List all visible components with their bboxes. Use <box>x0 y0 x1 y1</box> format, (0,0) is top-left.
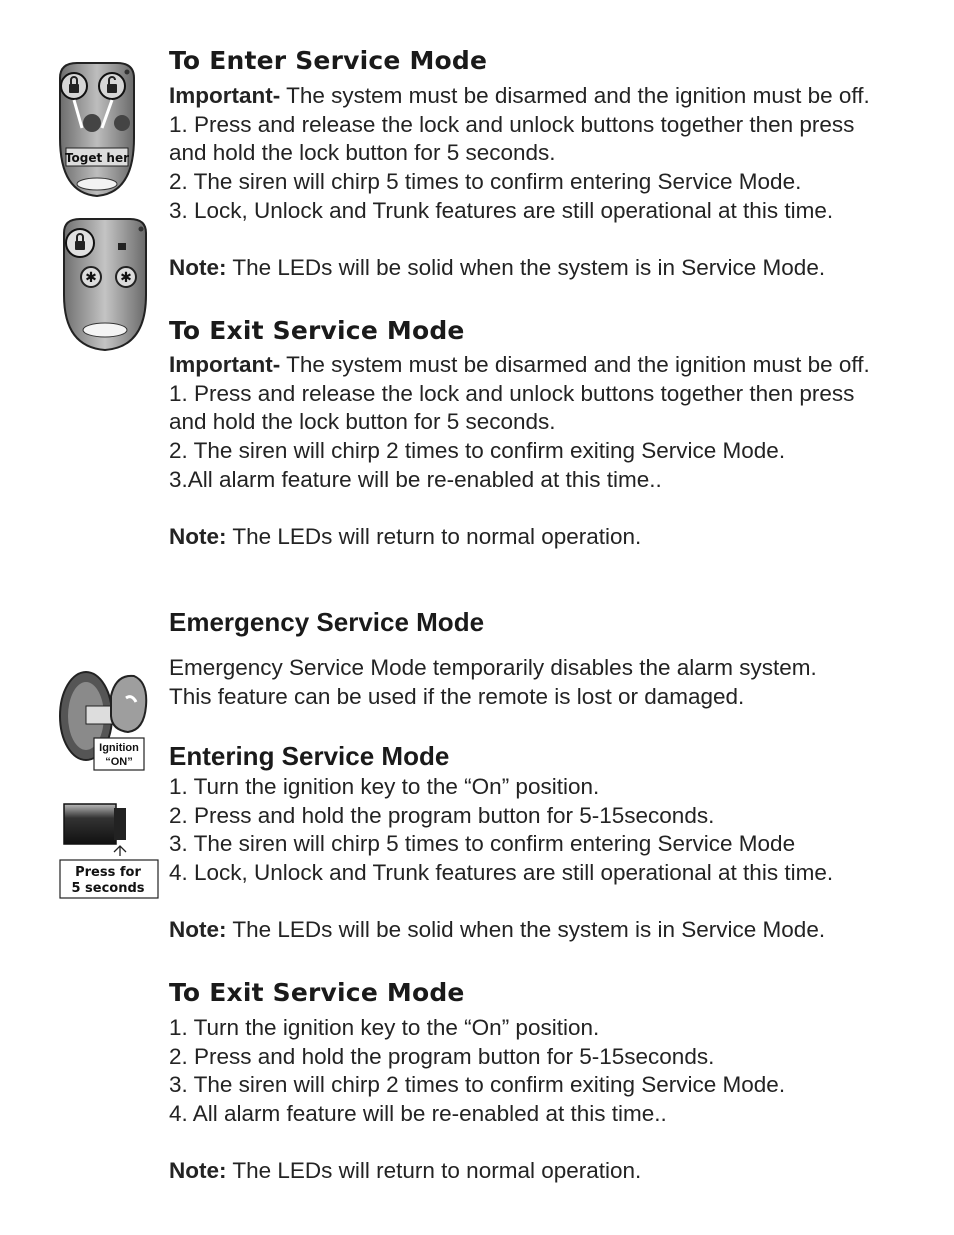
step: 1. Press and release the lock and unlock… <box>169 111 855 137</box>
exit-service-body: Important- The system must be disarmed a… <box>169 351 870 552</box>
note: Note: The LEDs will be solid when the sy… <box>169 917 826 943</box>
together-label: Toget her <box>65 151 129 165</box>
enter-service-body: Important- The system must be disarmed a… <box>169 82 870 283</box>
step: 2. The siren will chirp 5 times to confi… <box>169 169 802 195</box>
step: 3. Lock, Unlock and Trunk features are s… <box>169 197 834 223</box>
press-label-2: 5 seconds <box>71 881 144 896</box>
important-label: Important- <box>169 352 281 377</box>
step: 3.All alarm feature will be re-enabled a… <box>169 466 662 492</box>
program-button-illustration: Press for 5 seconds <box>59 803 159 899</box>
remote-together-illustration: Toget her <box>59 62 135 198</box>
entering-service-title: Entering Service Mode <box>169 741 450 771</box>
svg-text:✱: ✱ <box>120 269 132 285</box>
press-label-1: Press for <box>75 865 141 880</box>
step: 1. Press and release the lock and unlock… <box>169 380 855 406</box>
entering-service-body: 1. Turn the ignition key to the “On” pos… <box>169 773 833 945</box>
exit-emergency-title: To Exit Service Mode <box>169 978 465 1007</box>
exit-emergency-body: 1. Turn the ignition key to the “On” pos… <box>169 1014 785 1186</box>
step: 1. Turn the ignition key to the “On” pos… <box>169 1015 600 1040</box>
step: and hold the lock button for 5 seconds. <box>169 409 556 435</box>
step: and hold the lock button for 5 seconds. <box>169 140 556 166</box>
enter-service-title: To Enter Service Mode <box>169 46 488 75</box>
step: 2. Press and hold the program button for… <box>169 802 715 828</box>
step: 2. Press and hold the program button for… <box>169 1043 715 1069</box>
step: 3. The siren will chirp 5 times to confi… <box>169 831 796 857</box>
important-label: Important- <box>169 83 281 108</box>
svg-text:✱: ✱ <box>85 269 97 285</box>
step: 4. All alarm feature will be re-enabled … <box>169 1101 667 1127</box>
emergency-service-title: Emergency Service Mode <box>169 607 485 637</box>
note: Note: The LEDs will be solid when the sy… <box>169 255 826 281</box>
note: Note: The LEDs will return to normal ope… <box>169 1158 642 1184</box>
ignition-label-1: Ignition <box>99 742 139 754</box>
exit-service-title: To Exit Service Mode <box>169 316 465 345</box>
ignition-label-2: “ON” <box>105 756 133 768</box>
step: 4. Lock, Unlock and Trunk features are s… <box>169 860 834 886</box>
remote-illustration: ✱ ✱ <box>63 218 147 352</box>
step: 2. The siren will chirp 2 times to confi… <box>169 438 786 464</box>
note: Note: The LEDs will return to normal ope… <box>169 524 642 550</box>
emergency-description: Emergency Service Mode temporarily disab… <box>169 655 817 709</box>
step: 3. The siren will chirp 2 times to confi… <box>169 1072 786 1098</box>
step: 1. Turn the ignition key to the “On” pos… <box>169 774 600 799</box>
ignition-key-illustration: Ignition “ON” <box>59 671 148 771</box>
